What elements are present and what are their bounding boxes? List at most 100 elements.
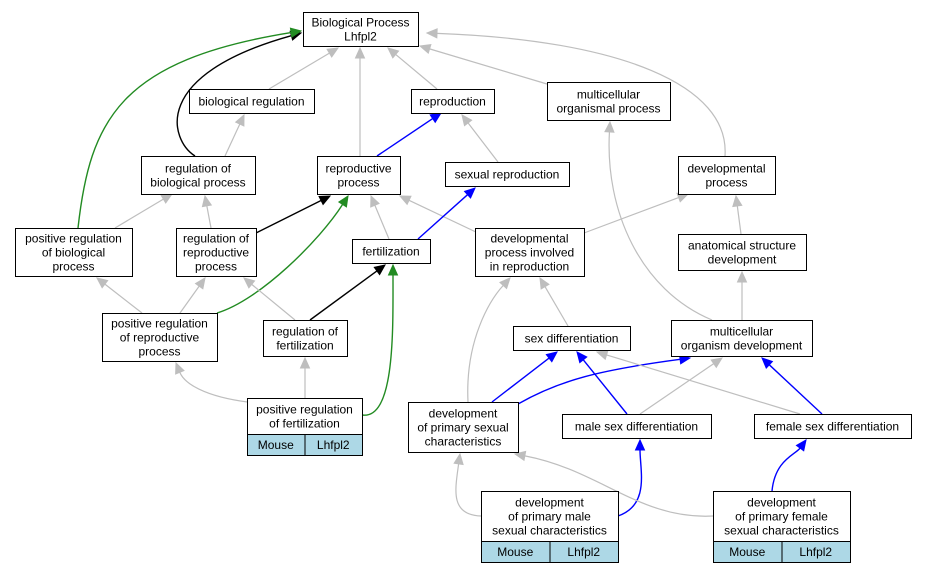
- node-label-line: process: [52, 260, 94, 274]
- node-label-line: development: [747, 496, 816, 510]
- edge-line: [77, 31, 292, 229]
- node-repro[interactable]: reproduction: [411, 89, 495, 114]
- edge-line: [395, 53, 438, 90]
- edge-arrowhead: [425, 28, 438, 39]
- node-box: [102, 313, 218, 362]
- edge-dpfsc-to-fsd: [771, 439, 807, 492]
- edge-mod-to-mop: [604, 120, 713, 321]
- edge-posregrp-to-posregbp: [96, 277, 143, 314]
- edge-rproc-to-repro: [376, 112, 443, 157]
- node-box: [513, 326, 631, 351]
- edge-line: [251, 283, 296, 321]
- edge-arrowhead: [736, 270, 748, 283]
- node-label-line: sexual characteristics: [492, 524, 607, 538]
- node-label-line: of primary female: [735, 510, 828, 524]
- edge-regrp-to-rproc: [255, 195, 332, 234]
- node-box: [303, 12, 419, 47]
- node-label-line: process: [138, 345, 180, 359]
- node-box: [713, 491, 851, 542]
- edge-arrowhead: [795, 439, 807, 452]
- node-msd[interactable]: male sex differentiation: [562, 414, 712, 439]
- node-label-line: positive regulation: [256, 403, 353, 417]
- node-label-line: sexual reproduction: [455, 168, 560, 182]
- edge-posregrp-to-regrp: [179, 277, 206, 314]
- node-label-line: regulation of: [183, 232, 250, 246]
- node-label-line: reproductive: [325, 162, 391, 176]
- edge-arrowhead: [387, 47, 400, 59]
- node-label-line: reproductive: [183, 246, 249, 260]
- node-bioreg[interactable]: biological regulation: [189, 89, 315, 114]
- node-box: [547, 82, 671, 121]
- node-sexdiff[interactable]: sex differentiation: [513, 326, 631, 351]
- edge-dpsc-to-sexdiff: [491, 351, 558, 403]
- node-label-line: biological process: [150, 176, 245, 190]
- edge-arrowhead: [299, 356, 311, 369]
- edge-fsd-to-sexdiff: [595, 350, 801, 415]
- edge-line: [104, 283, 143, 314]
- node-fsd[interactable]: female sex differentiation: [754, 414, 912, 439]
- edge-line: [491, 357, 550, 403]
- node-box: [678, 234, 807, 271]
- edge-asd-to-devproc: [732, 194, 743, 235]
- edge-line: [736, 205, 742, 235]
- edge-line: [255, 199, 322, 234]
- edge-line: [176, 35, 292, 157]
- edge-dpir-to-devproc: [583, 192, 690, 234]
- edge-repro-to-root: [387, 47, 438, 90]
- node-label-line: of fertilization: [269, 417, 340, 431]
- node-sexrep[interactable]: sexual reproduction: [445, 162, 570, 187]
- node-box: [176, 228, 257, 277]
- edge-arrowhead: [710, 357, 724, 369]
- gene-label: Lhfpl2: [567, 545, 600, 559]
- edge-arrowhead: [326, 47, 340, 58]
- edge-line: [517, 358, 681, 405]
- edge-arrowhead: [354, 46, 366, 59]
- edge-arrowhead: [373, 264, 386, 276]
- edge-arrowhead: [289, 27, 303, 38]
- edge-line: [216, 204, 344, 314]
- node-label-line: male sex differentiation: [575, 420, 698, 434]
- edge-line: [583, 196, 679, 234]
- edge-arrowhead: [96, 277, 109, 289]
- node-label-line: process involved: [485, 246, 574, 260]
- node-box: [754, 414, 912, 439]
- edge-line: [544, 286, 569, 327]
- node-label-line: fertilization: [362, 245, 419, 259]
- node-label-line: sexual characteristics: [724, 524, 839, 538]
- node-box: [562, 414, 712, 439]
- node-label-line: Lhfpl2: [344, 30, 377, 44]
- node-label-line: multicellular: [710, 325, 773, 339]
- edge-arrowhead: [463, 187, 476, 199]
- edge-arrowhead: [761, 357, 774, 370]
- edge-arrowhead: [160, 193, 174, 204]
- node-fert[interactable]: fertilization: [352, 239, 431, 264]
- node-label-line: of biological: [42, 246, 105, 260]
- edge-msd-to-sexdiff: [639, 357, 724, 415]
- node-label-line: of primary male: [508, 510, 591, 524]
- edge-dpmsc-to-dpsc: [453, 452, 482, 517]
- node-label-line: positive regulation: [111, 317, 208, 331]
- edge-dpfsc-to-dpsc: [513, 450, 714, 517]
- edge-mod-to-asd: [736, 270, 748, 320]
- node-label-line: Biological Process: [311, 16, 409, 30]
- edge-arrowhead: [234, 113, 245, 127]
- edge-posregfert-to-regfert: [299, 356, 311, 398]
